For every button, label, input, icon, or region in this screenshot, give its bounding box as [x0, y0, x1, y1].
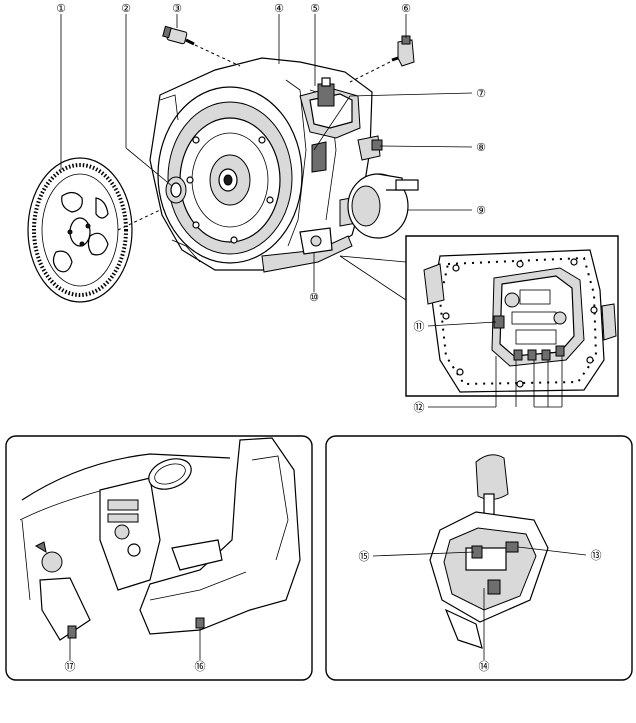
callout-3: ③ — [172, 3, 182, 15]
callout-8: ⑧ — [476, 142, 486, 154]
callout-17: ⑰ — [65, 660, 76, 673]
transaxle-assembly — [149, 57, 373, 273]
drive-plate — [27, 157, 133, 303]
callout-10: ⑩ — [309, 292, 319, 304]
callout-7: ⑦ — [476, 88, 486, 100]
callouts: ① ② ③ ④ ⑤ ⑥ ⑦ ⑧ ⑨ ⑩ ⑪ ⑫ ⑬ ⑭ ⑮ ⑯ ⑰ — [56, 3, 601, 673]
shift-lever-assembly — [429, 454, 549, 649]
callout-11: ⑪ — [414, 320, 425, 333]
callout-13: ⑬ — [591, 549, 602, 562]
switch-16-icon — [195, 617, 205, 629]
speed-sensor-3 — [162, 25, 195, 46]
solenoid-connector-8 — [357, 135, 383, 161]
callout-12: ⑫ — [414, 401, 425, 414]
valve-body-inset — [339, 235, 619, 397]
callout-1: ① — [56, 3, 66, 15]
callout-4: ④ — [274, 3, 284, 15]
callout-16: ⑯ — [195, 660, 206, 673]
callout-2: ② — [121, 3, 131, 15]
callout-15: ⑮ — [359, 550, 370, 563]
oil-cooler-9 — [347, 173, 419, 239]
cabin-panel — [5, 435, 313, 681]
callout-5: ⑤ — [310, 3, 320, 15]
callout-6: ⑥ — [401, 3, 411, 15]
callout-9: ⑨ — [476, 205, 486, 217]
callout-14: ⑭ — [479, 660, 490, 673]
speed-sensor-6 — [391, 35, 415, 67]
leader-lines — [60, 14, 587, 660]
shifter-panel — [325, 435, 633, 681]
switch-17-icon — [67, 625, 77, 639]
cabin-illustration — [19, 437, 301, 641]
